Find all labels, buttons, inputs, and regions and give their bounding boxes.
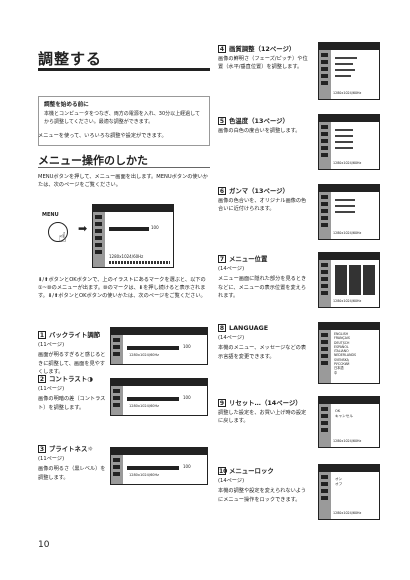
finger-icon: ☝ xyxy=(58,230,67,246)
screen-footer: 1280x1024/60Hz xyxy=(109,254,144,259)
menu-value: 100 xyxy=(151,225,159,230)
title-rule xyxy=(38,68,210,71)
image-screen: 1280x1024/60Hz xyxy=(318,42,380,100)
note-box: 調整を始める前に 本機とコンピュータをつなぎ、両方の電源を入れ、30分以上経過し… xyxy=(38,96,210,146)
position-grid-icon xyxy=(335,265,375,295)
section-heading: メニュー操作のしかた xyxy=(38,154,148,167)
contrast-screen: 100 1280x1024/60Hz xyxy=(110,378,208,416)
arrow-right-icon: ➡ xyxy=(78,222,88,235)
section-lead: MENUボタンを押して、メニュー画面を出します。MENUボタンの使いかたは、次の… xyxy=(38,174,208,189)
menu-lock-screen: オンオフ 1280x1024/60Hz xyxy=(318,464,380,520)
section-rule xyxy=(38,167,210,168)
intro-text: メニューを使って、いろいろな調整や設定ができます。 xyxy=(38,133,167,139)
color-temp-screen: 1280x1024/60Hz xyxy=(318,114,380,170)
backlight-screen: 100 1280x1024/60Hz xyxy=(110,327,208,365)
instructions-text: ⬇/⬆ボタンとOKボタンで、上のイラストにあるマークを選ぶと、以下の①~⑩のメニ… xyxy=(38,277,206,300)
gamma-screen: 1280x1024/60Hz xyxy=(318,184,380,240)
menu-position-screen: 1280x1024/60Hz xyxy=(318,252,380,308)
page-number: 10 xyxy=(38,540,50,550)
menu-label: MENU xyxy=(42,212,59,218)
main-menu-screen: 100 1280x1024/60Hz xyxy=(92,204,174,268)
brightness-screen: 100 1280x1024/60Hz xyxy=(110,447,208,485)
note-heading: 調整を始める前に xyxy=(44,102,89,108)
menu-button-illustration xyxy=(48,222,68,242)
note-text: 本機とコンピュータをつなぎ、両方の電源を入れ、30分以上経過してから調整してくだ… xyxy=(44,111,201,125)
page-title: 調整する xyxy=(38,50,103,68)
